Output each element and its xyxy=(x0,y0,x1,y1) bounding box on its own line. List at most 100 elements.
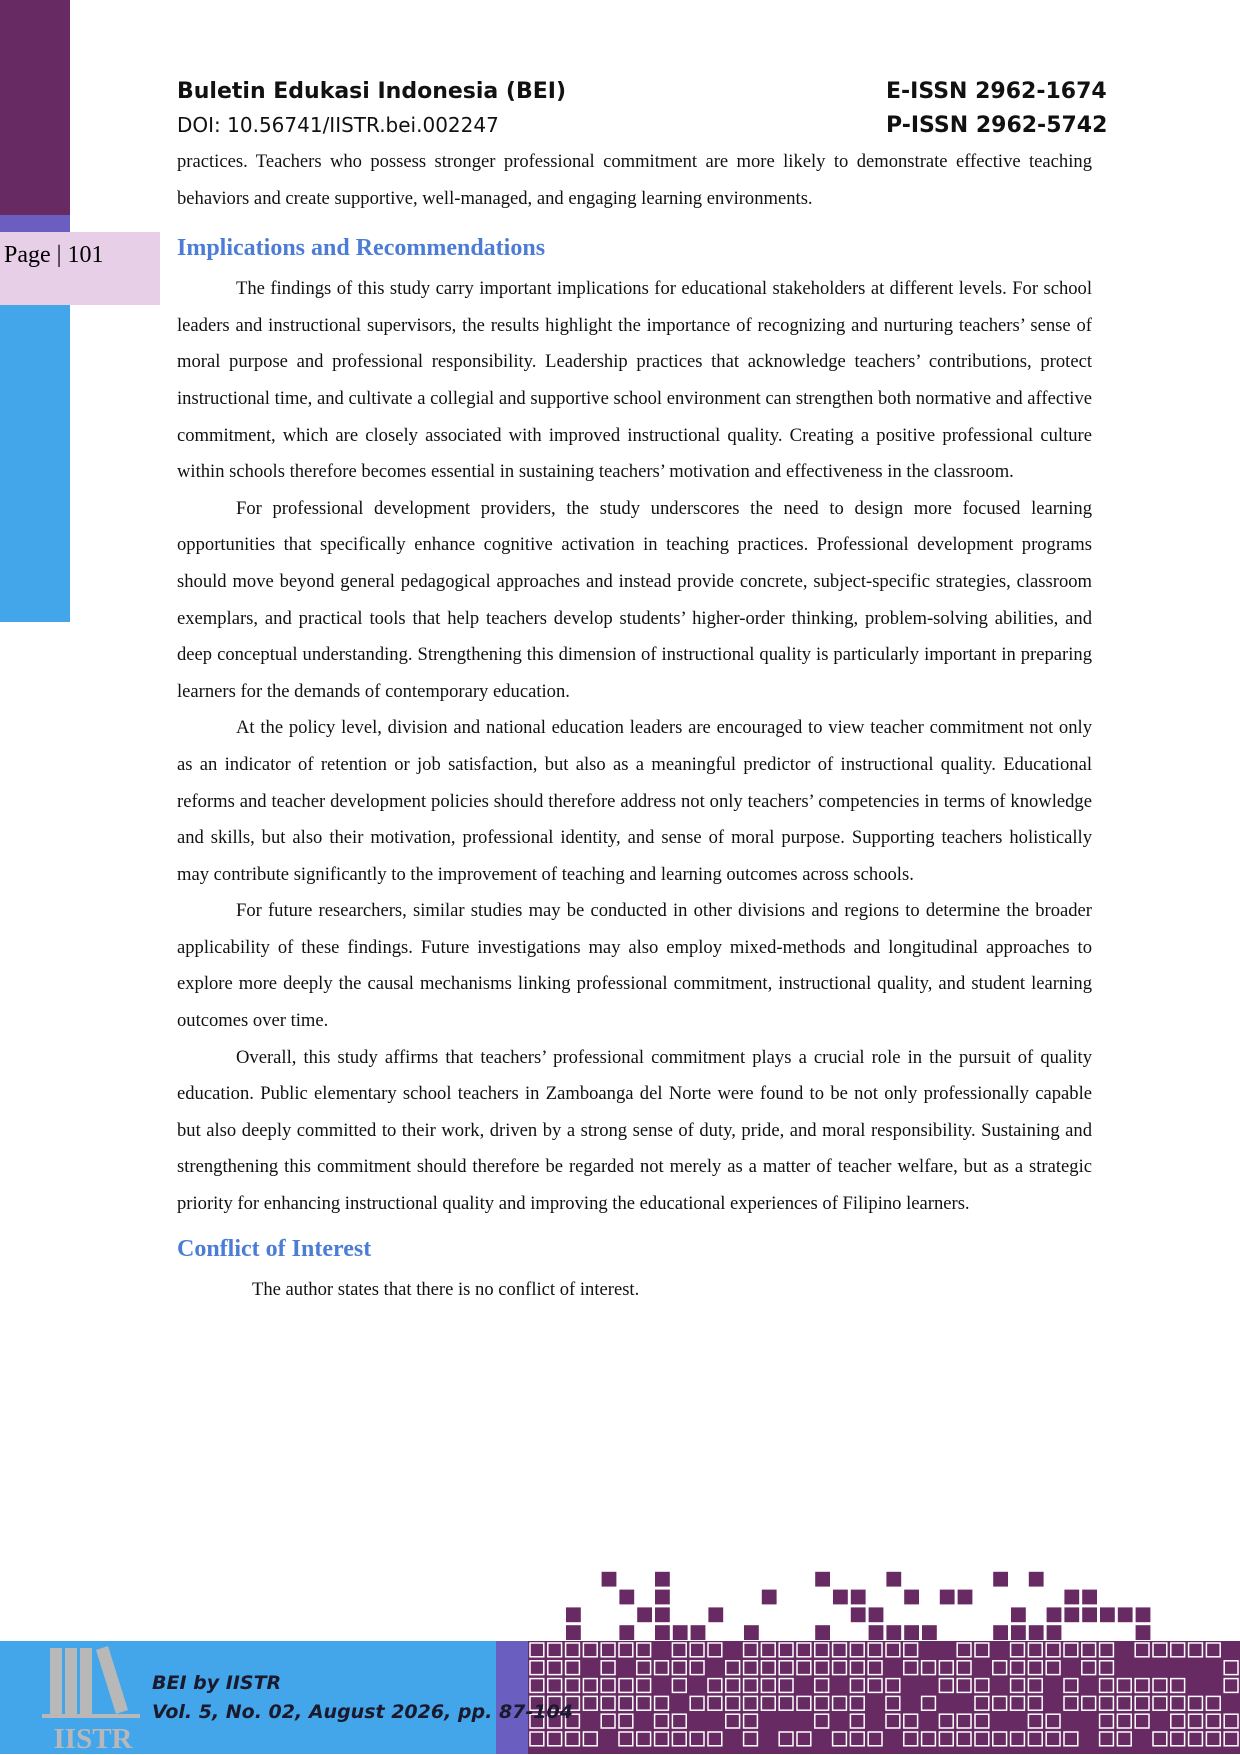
pattern-cell xyxy=(956,1660,972,1676)
pattern-cell xyxy=(1009,1731,1026,1747)
pattern-cell xyxy=(1009,1695,1026,1711)
pattern-cell xyxy=(1009,1660,1026,1676)
pattern-square xyxy=(1028,1625,1044,1640)
pattern-cell xyxy=(547,1660,563,1676)
pattern-cell xyxy=(564,1713,581,1729)
pattern-cell xyxy=(1027,1713,1043,1729)
pattern-cell xyxy=(742,1713,759,1729)
pattern-cell xyxy=(564,1677,581,1694)
journal-doi: DOI: 10.56741/IISTR.bei.002247 xyxy=(177,113,499,137)
pattern-cell xyxy=(725,1660,741,1676)
pattern-cell xyxy=(1134,1677,1150,1694)
pattern-cell xyxy=(618,1642,634,1658)
pattern-cell xyxy=(582,1677,598,1694)
pattern-cell xyxy=(636,1695,652,1711)
pattern-square xyxy=(655,1571,670,1587)
pattern-cell xyxy=(1081,1695,1097,1711)
pattern-square xyxy=(690,1625,706,1640)
footer-violet-strip xyxy=(496,1641,528,1754)
pattern-cell xyxy=(1170,1713,1186,1729)
pattern-cell xyxy=(671,1731,687,1747)
pattern-cell xyxy=(760,1695,776,1711)
pattern-cell xyxy=(867,1660,883,1676)
pattern-cell xyxy=(867,1642,883,1658)
pattern-square xyxy=(904,1625,919,1640)
pattern-square xyxy=(744,1625,759,1640)
pattern-cell xyxy=(564,1660,581,1676)
pattern-cell xyxy=(636,1677,652,1694)
pattern-cell xyxy=(814,1642,830,1658)
pattern-square xyxy=(957,1589,973,1605)
pattern-cell xyxy=(689,1660,705,1676)
pattern-cell xyxy=(600,1642,616,1658)
pattern-cell xyxy=(1098,1713,1115,1729)
pattern-cell xyxy=(1116,1677,1132,1694)
pattern-cell xyxy=(778,1695,794,1711)
pattern-cell xyxy=(1152,1677,1168,1694)
pattern-cell xyxy=(778,1731,794,1747)
pattern-cell xyxy=(1152,1642,1168,1658)
pattern-cell xyxy=(974,1731,990,1747)
pattern-cell xyxy=(618,1677,634,1694)
pattern-cell xyxy=(1152,1695,1168,1711)
pattern-square xyxy=(886,1625,902,1640)
footer-publisher: BEI by IISTR xyxy=(152,1672,282,1694)
pattern-cell xyxy=(529,1731,545,1747)
pattern-cell xyxy=(956,1713,972,1729)
pattern-cell xyxy=(1187,1642,1204,1658)
pattern-square xyxy=(833,1589,848,1605)
pattern-cell xyxy=(529,1713,545,1729)
pattern-square xyxy=(761,1589,777,1605)
pattern-cell xyxy=(814,1677,830,1694)
pattern-cell xyxy=(814,1713,830,1729)
sidebar-blue-band xyxy=(0,305,70,622)
pattern-cell xyxy=(796,1695,812,1711)
pattern-cell xyxy=(867,1677,883,1694)
pattern-cell xyxy=(636,1731,652,1747)
pattern-cell xyxy=(1116,1731,1132,1747)
pattern-cell xyxy=(1134,1695,1150,1711)
pattern-cell xyxy=(671,1660,687,1676)
article-body: practices. Teachers who possess stronger… xyxy=(177,144,1092,1308)
pattern-square xyxy=(815,1571,830,1587)
pattern-cell xyxy=(1187,1713,1204,1729)
pattern-square xyxy=(850,1589,866,1605)
pattern-cell xyxy=(885,1677,901,1694)
page-footer xyxy=(0,1641,1240,1754)
pattern-cell xyxy=(974,1713,990,1729)
pattern-cell xyxy=(1205,1731,1221,1747)
pattern-cell xyxy=(1223,1713,1239,1729)
pattern-square xyxy=(655,1607,670,1623)
pattern-cell xyxy=(600,1695,616,1711)
pattern-square xyxy=(1100,1607,1115,1623)
pattern-cell xyxy=(618,1695,634,1711)
pattern-cell xyxy=(742,1695,759,1711)
pattern-cell xyxy=(1027,1695,1043,1711)
pattern-cell xyxy=(778,1677,794,1694)
pattern-cell xyxy=(1063,1642,1079,1658)
pattern-cell xyxy=(796,1642,812,1658)
journal-pissn: P-ISSN 2962-5742 xyxy=(886,113,1108,138)
pattern-cell xyxy=(529,1677,545,1694)
pattern-square xyxy=(868,1625,884,1640)
pattern-cell xyxy=(903,1642,919,1658)
pattern-cell xyxy=(867,1731,883,1747)
pattern-cell xyxy=(974,1695,990,1711)
pattern-cell xyxy=(653,1713,670,1729)
pattern-cell xyxy=(1009,1677,1026,1694)
pattern-cell xyxy=(742,1660,759,1676)
pattern-cell xyxy=(831,1660,848,1676)
pattern-cell xyxy=(1134,1642,1150,1658)
pattern-square xyxy=(601,1571,617,1587)
logo-text: IISTR xyxy=(54,1723,134,1750)
pattern-cell xyxy=(1098,1642,1115,1658)
footer-volume: Vol. 5, No. 02, August 2026, pp. 87-104 xyxy=(152,1701,573,1723)
pattern-cell xyxy=(725,1713,741,1729)
pattern-square xyxy=(886,1571,902,1587)
pattern-cell xyxy=(1098,1695,1115,1711)
books-logo-icon: IISTR xyxy=(42,1646,140,1755)
pattern-cell xyxy=(1170,1677,1186,1694)
pattern-cell xyxy=(1152,1731,1168,1747)
pattern-cell xyxy=(707,1695,723,1711)
pattern-cell xyxy=(814,1660,830,1676)
